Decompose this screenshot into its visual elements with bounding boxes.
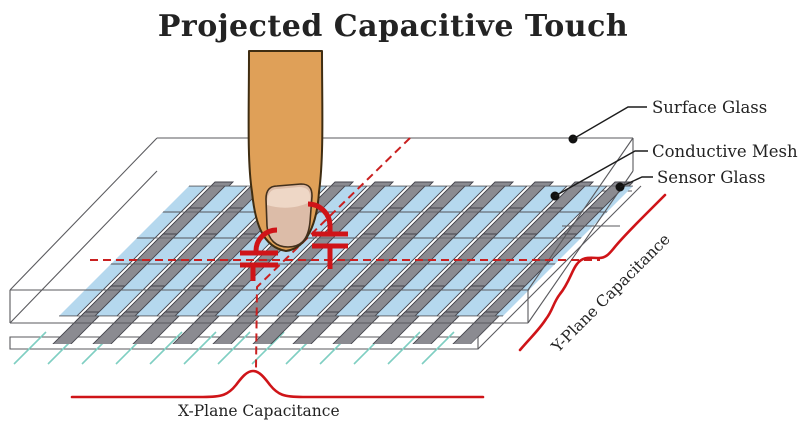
conductive-mesh-label: Conductive Mesh [652, 142, 798, 161]
x-electrode-trace [251, 331, 285, 365]
x-electrode-trace [183, 331, 217, 365]
x-plane-capacitance-label: X-Plane Capacitance [178, 402, 340, 420]
finger [247, 50, 324, 252]
capacitor-left [240, 227, 278, 281]
x-electrode-trace [149, 331, 183, 365]
callout-surface-glass [568, 106, 647, 144]
capacitor-right [307, 201, 348, 269]
x-electrode-trace [217, 331, 251, 365]
x-electrode-trace [387, 331, 421, 365]
callout-conductive-mesh [550, 150, 648, 201]
mesh-cell [639, 186, 687, 212]
y-plane-capacitance-curve [518, 193, 667, 352]
touch-projection-lines [90, 137, 600, 369]
conductive-mesh-layer [49, 181, 713, 344]
x-electrode-trace [13, 331, 47, 365]
surface-glass-layer [9, 137, 634, 324]
x-plane-capacitance-curve [70, 369, 485, 399]
surface-glass-label: Surface Glass [652, 98, 767, 117]
mesh-cell [611, 211, 633, 239]
mesh-cell [489, 311, 545, 344]
capacitor-symbols [240, 201, 348, 281]
sensor-glass-label: Sensor Glass [657, 168, 765, 187]
mesh-cell [661, 182, 713, 216]
diagram-title: Projected Capacitive Touch [158, 9, 628, 44]
x-electrode-trace [421, 331, 455, 365]
mesh-cell [559, 263, 611, 291]
callout-sensor-glass [615, 176, 653, 192]
x-plane-dashed-line [255, 137, 411, 369]
